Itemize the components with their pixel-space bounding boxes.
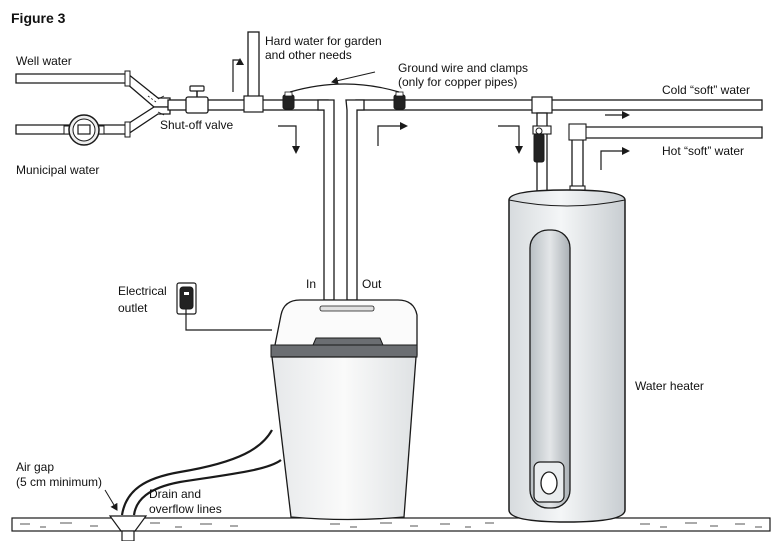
municipal-water-pipe	[15, 106, 171, 138]
flow-arrow-cold	[605, 111, 630, 119]
figure-title: Figure 3	[11, 10, 66, 26]
hot-soft-water-label: Hot “soft” water	[662, 144, 745, 158]
ground-clamp-right	[393, 91, 406, 110]
heater-cold-branch	[531, 96, 553, 194]
ground-wire-label-line1: Ground wire and clamps	[398, 61, 529, 75]
drain-lines	[120, 429, 282, 516]
flow-arrow-heater-in	[498, 125, 523, 154]
in-label: In	[306, 277, 317, 291]
hot-water-pipe	[568, 123, 763, 195]
hard-water-label-line2: and other needs	[265, 48, 352, 62]
hard-water-branch	[243, 31, 264, 113]
air-gap-label-line1: Air gap	[16, 460, 55, 474]
water-heater	[508, 189, 626, 523]
water-meter-icon	[63, 114, 105, 146]
drain-lines-label-line1: Drain and	[149, 487, 202, 501]
ground-wire-label-line2: (only for copper pipes)	[398, 75, 518, 89]
power-cord	[185, 309, 272, 331]
flow-arrow-hot	[600, 147, 630, 170]
ground-clamp-left	[282, 91, 295, 110]
shutoff-valve-label: Shut-off valve	[160, 118, 234, 132]
softener-out-pipe	[345, 99, 365, 301]
well-water-pipe	[15, 70, 171, 108]
electrical-outlet-label-line2: outlet	[118, 301, 148, 315]
shutoff-valve-icon	[157, 85, 209, 116]
flow-arrow-out	[377, 122, 408, 146]
softener-in-pipe	[317, 99, 335, 301]
well-water-label: Well water	[16, 54, 72, 68]
flow-arrow-in	[278, 125, 300, 154]
flow-arrow-up	[232, 58, 244, 92]
municipal-water-label: Municipal water	[16, 163, 100, 177]
cold-soft-water-label: Cold “soft” water	[662, 83, 751, 97]
electrical-outlet-label-line1: Electrical	[118, 284, 167, 298]
out-label: Out	[362, 277, 382, 291]
hard-water-label-line1: Hard water for garden	[265, 34, 382, 48]
water-softener	[270, 299, 418, 521]
air-gap-label-line2: (5 cm minimum)	[16, 475, 102, 489]
floor-drain	[104, 489, 148, 541]
drain-lines-label-line2: overflow lines	[149, 502, 222, 516]
water-heater-label: Water heater	[635, 379, 704, 393]
ground-wire	[289, 71, 400, 93]
